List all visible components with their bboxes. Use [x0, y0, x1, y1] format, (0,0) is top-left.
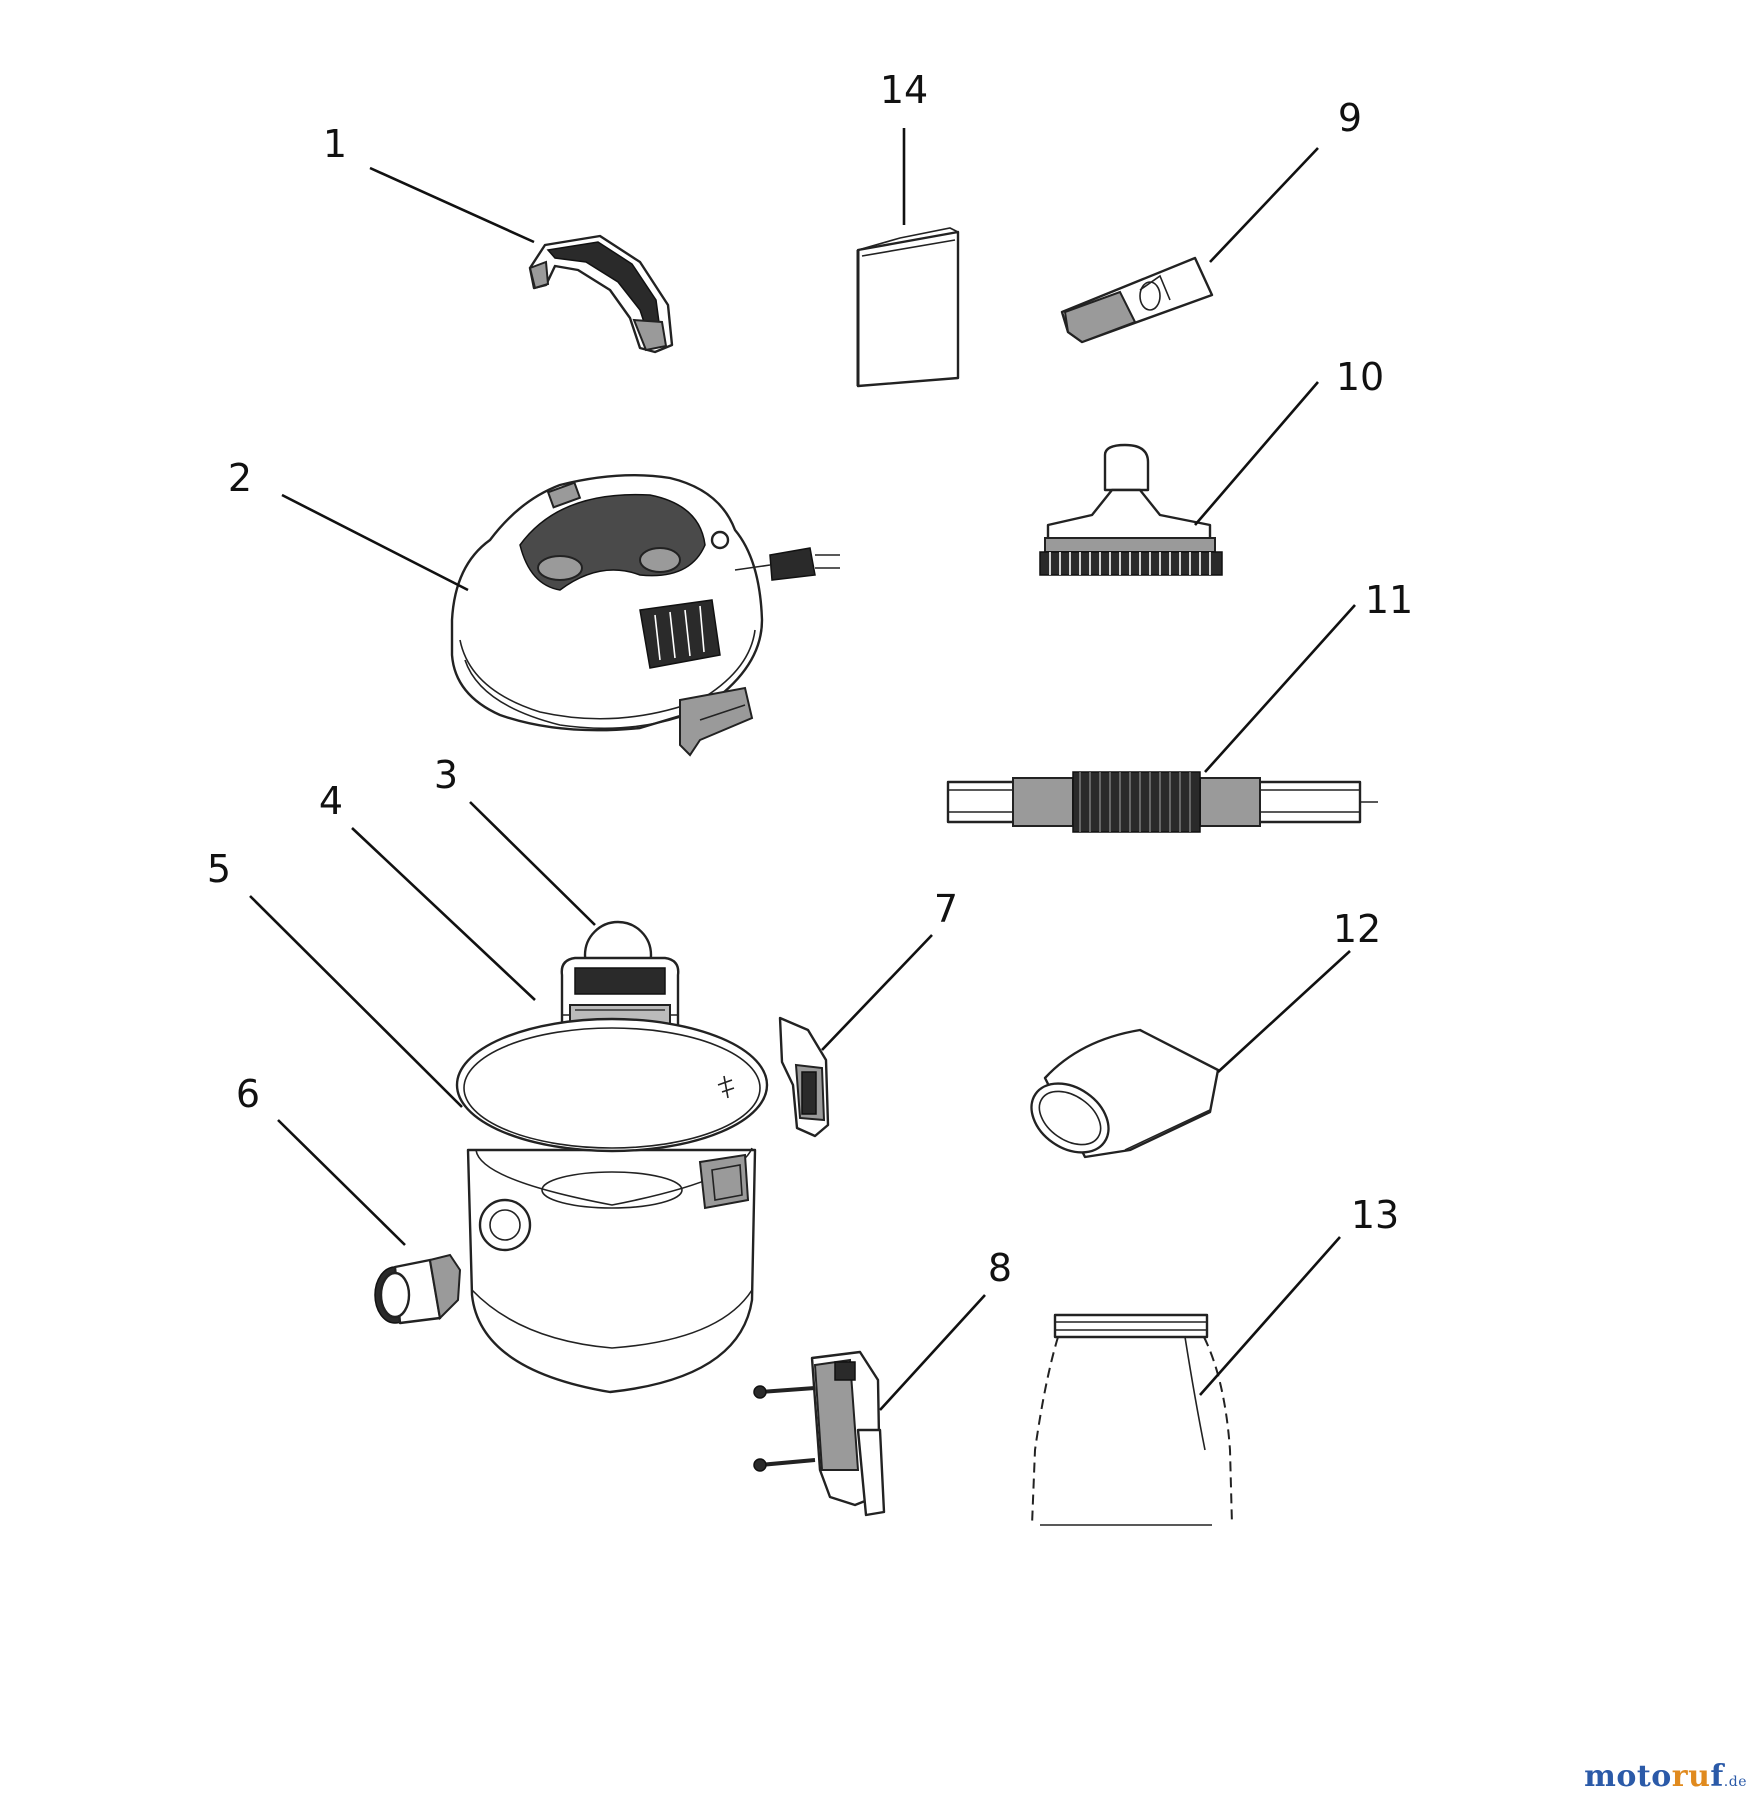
- leader-12: [1217, 950, 1351, 1073]
- part-number-10: 10: [1336, 355, 1384, 399]
- watermark-part-1: moto: [1584, 1759, 1672, 1794]
- part-number-11: 11: [1365, 578, 1413, 622]
- part-5-drum: [455, 1017, 769, 1394]
- leader-3: [469, 801, 596, 926]
- leader-11: [1204, 604, 1356, 773]
- leader-13: [1199, 1236, 1341, 1396]
- watermark-logo: motoruf.de: [1584, 1759, 1747, 1794]
- part-13-filter-bag: [1031, 1313, 1233, 1526]
- part-11-hose: [946, 771, 1378, 833]
- leader-5: [249, 895, 463, 1108]
- part-number-5: 5: [207, 847, 231, 891]
- part-1-handle: [528, 234, 674, 354]
- part-number-13: 13: [1351, 1193, 1399, 1237]
- leader-2: [281, 493, 469, 592]
- part-number-1: 1: [323, 122, 347, 166]
- part-number-14: 14: [880, 68, 928, 112]
- watermark-tld: .de: [1723, 1774, 1747, 1790]
- part-number-2: 2: [228, 456, 252, 500]
- part-6-inlet-adapter: [374, 1253, 462, 1325]
- part-number-7: 7: [934, 887, 958, 931]
- watermark-part-2: ru: [1671, 1759, 1711, 1794]
- part-10-floor-nozzle: [1039, 443, 1223, 576]
- part-number-8: 8: [988, 1246, 1012, 1290]
- part-number-12: 12: [1333, 907, 1381, 951]
- part-number-6: 6: [236, 1072, 260, 1116]
- part-14-manual: [856, 227, 960, 388]
- leader-lines: [249, 128, 1356, 1411]
- part-number-9: 9: [1338, 96, 1362, 140]
- part-9-crevice-tool: [1060, 256, 1214, 344]
- leader-1: [369, 166, 535, 244]
- part-number-labels: 1 2 3 4 5 6 7 8 9 10 11 12 13 14: [207, 68, 1413, 1290]
- leader-9: [1209, 147, 1319, 263]
- part-7-latch: [778, 1016, 830, 1138]
- part-12-utility-nozzle: [1030, 1028, 1220, 1159]
- leader-10: [1194, 381, 1319, 526]
- part-number-3: 3: [434, 753, 458, 797]
- leader-6: [277, 1119, 406, 1246]
- part-2-powerhead: [450, 474, 840, 757]
- watermark-part-3: f: [1710, 1759, 1724, 1794]
- leader-8: [879, 1294, 986, 1411]
- part-8-caddy-screws: [753, 1350, 886, 1517]
- leader-7: [821, 934, 933, 1051]
- leader-4: [351, 827, 536, 1001]
- part-number-4: 4: [319, 779, 343, 823]
